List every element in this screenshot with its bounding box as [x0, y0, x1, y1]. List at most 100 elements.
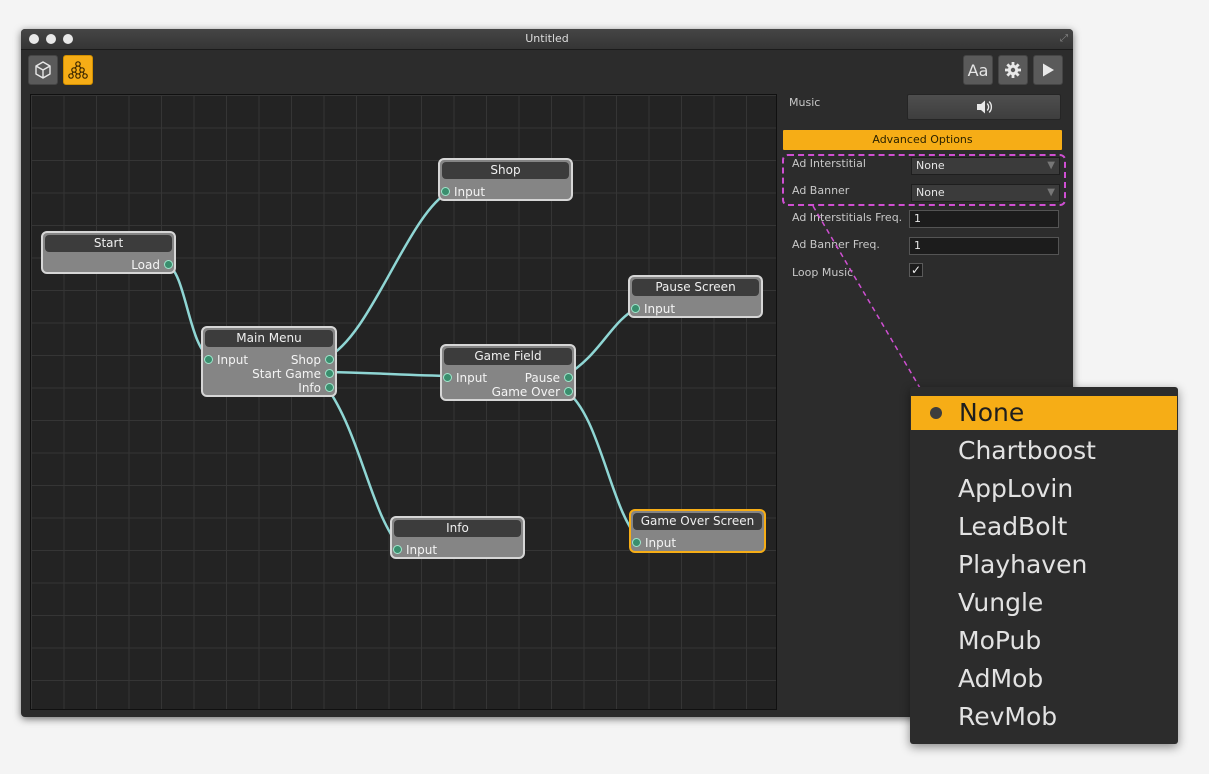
port-input[interactable]: Input	[440, 185, 485, 199]
port-connector-icon[interactable]	[632, 538, 641, 547]
dropdown-option-playhaven[interactable]: Playhaven	[958, 550, 1088, 579]
play-button[interactable]	[1033, 55, 1063, 85]
dropdown-option-leadbolt[interactable]: LeadBolt	[958, 512, 1068, 541]
ad-settings-callout-box	[782, 154, 1066, 206]
dropdown-option-none[interactable]: None	[911, 396, 1177, 430]
font-button[interactable]: Aa	[963, 55, 993, 85]
ad-banner-label: Ad Banner	[792, 184, 850, 197]
window-title: Untitled	[525, 32, 569, 45]
play-icon	[1043, 63, 1054, 77]
dropdown-option-revmob[interactable]: RevMob	[958, 702, 1058, 731]
ad-interstitials-freq-input[interactable]: 1	[909, 210, 1059, 228]
port-connector-icon[interactable]	[441, 187, 450, 196]
port-load[interactable]: Load	[131, 258, 174, 272]
ad-banner-select[interactable]: None▼	[911, 184, 1060, 202]
port-label: Pause	[524, 371, 560, 385]
node-graph-icon	[68, 61, 88, 79]
dropdown-option-chartboost[interactable]: Chartboost	[958, 436, 1096, 465]
port-connector-icon[interactable]	[204, 355, 213, 364]
ad-network-dropdown-menu: None Chartboost AppLovin LeadBolt Playha…	[910, 387, 1178, 744]
flow-view-button[interactable]	[63, 55, 93, 85]
port-game-over[interactable]: Game Over	[492, 385, 574, 399]
port-input[interactable]: Input	[442, 371, 487, 385]
dropdown-arrow-icon: ▼	[1047, 160, 1055, 171]
node-title: Shop	[442, 162, 569, 179]
port-connector-icon[interactable]	[443, 373, 452, 382]
port-connector-icon[interactable]	[325, 369, 334, 378]
port-connector-icon[interactable]	[164, 260, 173, 269]
port-label: Input	[217, 353, 249, 367]
node-game-over-screen[interactable]: Game Over Screen Input	[629, 509, 766, 553]
port-connector-icon[interactable]	[631, 304, 640, 313]
port-input[interactable]: Input	[630, 302, 675, 316]
port-label: Info	[298, 381, 321, 395]
ad-interstitial-label: Ad Interstitial	[792, 157, 866, 170]
node-title: Info	[394, 520, 521, 537]
port-input[interactable]: Input	[203, 353, 248, 367]
minimize-window-button[interactable]	[46, 34, 56, 44]
port-input[interactable]: Input	[392, 543, 437, 557]
title-bar[interactable]: Untitled ⤢	[21, 29, 1073, 50]
ad-banner-freq-input[interactable]: 1	[909, 237, 1059, 255]
dropdown-option-admob[interactable]: AdMob	[958, 664, 1044, 693]
connection-main-menu-game-field[interactable]	[324, 370, 454, 378]
port-connector-icon[interactable]	[564, 373, 573, 382]
node-title: Start	[45, 235, 172, 252]
port-label: Game Over	[491, 385, 560, 399]
port-start-game[interactable]: Start Game	[252, 367, 335, 381]
port-input[interactable]: Input	[631, 536, 676, 550]
music-label: Music	[789, 96, 821, 109]
close-window-button[interactable]	[29, 34, 39, 44]
port-label: Input	[454, 185, 486, 199]
ad-banner-value: None	[916, 186, 945, 199]
port-label: Load	[131, 258, 160, 272]
port-connector-icon[interactable]	[325, 355, 334, 364]
zoom-window-button[interactable]	[63, 34, 73, 44]
port-info[interactable]: Info	[298, 381, 335, 395]
port-connector-icon[interactable]	[564, 387, 573, 396]
port-shop[interactable]: Shop	[291, 353, 335, 367]
option-label: None	[959, 398, 1025, 427]
fullscreen-icon[interactable]: ⤢	[1060, 33, 1068, 44]
port-label: Input	[456, 371, 488, 385]
node-main-menu[interactable]: Main Menu Input Shop Start Game Info	[201, 326, 337, 397]
gear-icon	[1005, 62, 1021, 78]
ad-interstitial-select[interactable]: None ▼	[911, 157, 1060, 175]
ad-interstitial-value: None	[916, 159, 945, 172]
music-button[interactable]	[907, 94, 1061, 120]
properties-panel: Music Advanced Options Ad Interstitial N…	[776, 91, 1073, 717]
node-shop[interactable]: Shop Input	[438, 158, 573, 201]
cube-icon	[35, 61, 51, 79]
dropdown-option-applovin[interactable]: AppLovin	[958, 474, 1074, 503]
flow-canvas[interactable]: Start Load Main Menu Input Shop Start Ga…	[30, 94, 777, 710]
loop-music-checkbox[interactable]: ✓	[909, 263, 923, 277]
port-connector-icon[interactable]	[393, 545, 402, 554]
dropdown-option-vungle[interactable]: Vungle	[958, 588, 1044, 617]
connection-main-menu-shop[interactable]	[324, 189, 452, 360]
port-connector-icon[interactable]	[325, 383, 334, 392]
node-info[interactable]: Info Input	[390, 516, 525, 559]
node-pause-screen[interactable]: Pause Screen Input	[628, 275, 763, 318]
port-label: Input	[406, 543, 438, 557]
ad-interstitials-freq-label: Ad Interstitials Freq.	[792, 211, 903, 224]
app-window: Untitled ⤢ Aa	[21, 29, 1073, 717]
dropdown-option-mopub[interactable]: MoPub	[958, 626, 1042, 655]
settings-button[interactable]	[998, 55, 1028, 85]
selected-bullet-icon	[930, 407, 942, 419]
port-label: Start Game	[252, 367, 321, 381]
node-start[interactable]: Start Load	[41, 231, 176, 274]
node-title: Pause Screen	[632, 279, 759, 296]
node-title: Game Over Screen	[633, 513, 762, 530]
node-title: Game Field	[444, 348, 572, 365]
advanced-options-button[interactable]: Advanced Options	[783, 130, 1062, 150]
node-title: Main Menu	[205, 330, 333, 347]
port-pause[interactable]: Pause	[525, 371, 574, 385]
node-game-field[interactable]: Game Field Input Pause Game Over	[440, 344, 576, 401]
ad-banner-freq-label: Ad Banner Freq.	[792, 238, 880, 251]
port-label: Input	[644, 302, 676, 316]
font-button-label: Aa	[967, 60, 989, 80]
scene-view-button[interactable]	[28, 55, 58, 85]
port-label: Input	[645, 536, 677, 550]
loop-music-label: Loop Music	[792, 266, 854, 279]
